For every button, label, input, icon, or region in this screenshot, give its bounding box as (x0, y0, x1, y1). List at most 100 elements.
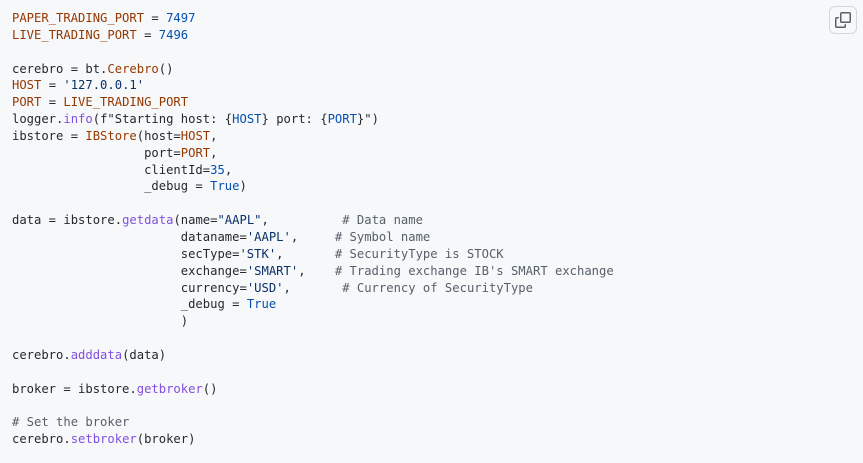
code-token: PAPER_TRADING_PORT (12, 11, 145, 25)
code-token: cerebro = bt. (12, 61, 108, 76)
code-token: PORT (327, 112, 357, 127)
code-token: () (158, 61, 174, 76)
code-token: # Symbol name (334, 229, 431, 244)
code-token: PORT (180, 145, 211, 160)
code-line (12, 397, 851, 414)
code-token: secType= (12, 246, 240, 261)
code-token: 'SMART' (246, 263, 299, 278)
code-token: # Set the broker (12, 415, 130, 430)
copy-icon (835, 12, 851, 28)
code-token: clientId= (12, 162, 211, 177)
code-token: }") (356, 112, 379, 127)
code-token: , (298, 263, 335, 278)
code-line: PAPER_TRADING_PORT = 7497 (12, 10, 851, 27)
code-line: LIVE_TRADING_PORT = 7496 (12, 27, 851, 44)
code-token: LIVE_TRADING_PORT (63, 95, 189, 110)
code-token: , (276, 246, 335, 261)
copy-button[interactable] (829, 6, 857, 34)
code-token: 7497 (166, 11, 196, 25)
code-token: data = ibstore. (12, 213, 123, 228)
code-token: , (283, 280, 343, 295)
code-token: = (144, 11, 167, 25)
code-token: dataname= (12, 229, 247, 244)
code-line: dataname='AAPL', # Symbol name (12, 229, 851, 246)
code-line: _debug = True) (12, 178, 851, 195)
code-token: 35 (210, 162, 225, 177)
code-line: currency='USD', # Currency of SecurityTy… (12, 280, 851, 297)
code-token: exchange= (12, 263, 247, 278)
code-token: () (202, 381, 218, 396)
code-token: setbroker (70, 432, 137, 447)
code-line: cerebro = bt.Cerebro() (12, 61, 851, 78)
code-token: info (63, 112, 93, 127)
code-line: broker = ibstore.getbroker() (12, 381, 851, 398)
code-token: = (136, 27, 159, 42)
code-token: (data) (122, 347, 167, 362)
code-line: port=PORT, (12, 145, 851, 162)
code-token: logger. (12, 112, 64, 127)
code-line: _debug = True (12, 296, 851, 313)
code-line: ibstore = IBStore(host=HOST, (12, 128, 851, 145)
code-line (12, 364, 851, 381)
code-line: clientId=35, (12, 162, 851, 179)
code-token: # Currency of SecurityType (342, 280, 533, 295)
code-line: ) (12, 313, 851, 330)
code-token: , (210, 145, 218, 160)
code-token: # Data name (342, 213, 423, 228)
code-token: port= (12, 145, 181, 160)
code-token: 'STK' (239, 246, 277, 261)
code-line (12, 330, 851, 347)
code-token: , (261, 213, 343, 228)
code-line: # Set the broker (12, 414, 851, 431)
code-token: , (224, 162, 233, 177)
code-line: cerebro.setbroker(broker) (12, 431, 851, 448)
code-token: 'AAPL' (246, 229, 291, 244)
code-line (12, 195, 851, 212)
code-token: HOST (232, 112, 262, 127)
code-token: ) (12, 314, 189, 329)
code-token: Cerebro (107, 61, 159, 76)
code-token: _debug = (12, 297, 247, 312)
code-token: = (41, 95, 64, 110)
code-token: "AAPL" (217, 213, 262, 228)
code-line: PORT = LIVE_TRADING_PORT (12, 94, 851, 111)
code-line: cerebro.adddata(data) (12, 347, 851, 364)
code-token: (name= (173, 213, 218, 228)
code-token: , (210, 128, 218, 143)
code-token: , (290, 229, 335, 244)
code-token: (f"Starting host: { (92, 112, 233, 127)
code-token: (broker) (136, 432, 196, 447)
code-token: (host= (136, 128, 181, 143)
code-token: 'USD' (246, 280, 284, 295)
code-token: adddata (70, 347, 123, 362)
code-token: _debug = (12, 179, 211, 194)
code-token: True (246, 297, 277, 312)
code-token: # SecurityType is STOCK (334, 246, 504, 261)
code-line: HOST = '127.0.0.1' (12, 77, 851, 94)
code-line: data = ibstore.getdata(name="AAPL", # Da… (12, 212, 851, 229)
code-token: } port: { (261, 112, 328, 127)
code-token: HOST (180, 128, 211, 143)
code-token: ibstore = (12, 128, 86, 143)
code-token: = (41, 78, 64, 93)
code-token: HOST (12, 78, 42, 93)
code-token: PORT (12, 95, 42, 110)
code-token: True (210, 179, 240, 194)
code-token: '127.0.0.1' (63, 78, 145, 93)
code-token: IBStore (85, 128, 137, 143)
code-token: ) (239, 179, 247, 194)
code-token: getdata (122, 213, 174, 228)
code-line (12, 44, 851, 61)
code-token: cerebro. (12, 432, 71, 447)
code-token: LIVE_TRADING_PORT (12, 27, 137, 42)
code-line: exchange='SMART', # Trading exchange IB'… (12, 263, 851, 280)
code-line: secType='STK', # SecurityType is STOCK (12, 246, 851, 263)
code-token: getbroker (136, 381, 203, 396)
code-line: logger.info(f"Starting host: {HOST} port… (12, 111, 851, 128)
code-token: cerebro. (12, 347, 71, 362)
code-token: 7496 (158, 27, 189, 42)
code-token: # Trading exchange IB's SMART exchange (334, 263, 614, 278)
code-token: broker = ibstore. (12, 381, 137, 396)
